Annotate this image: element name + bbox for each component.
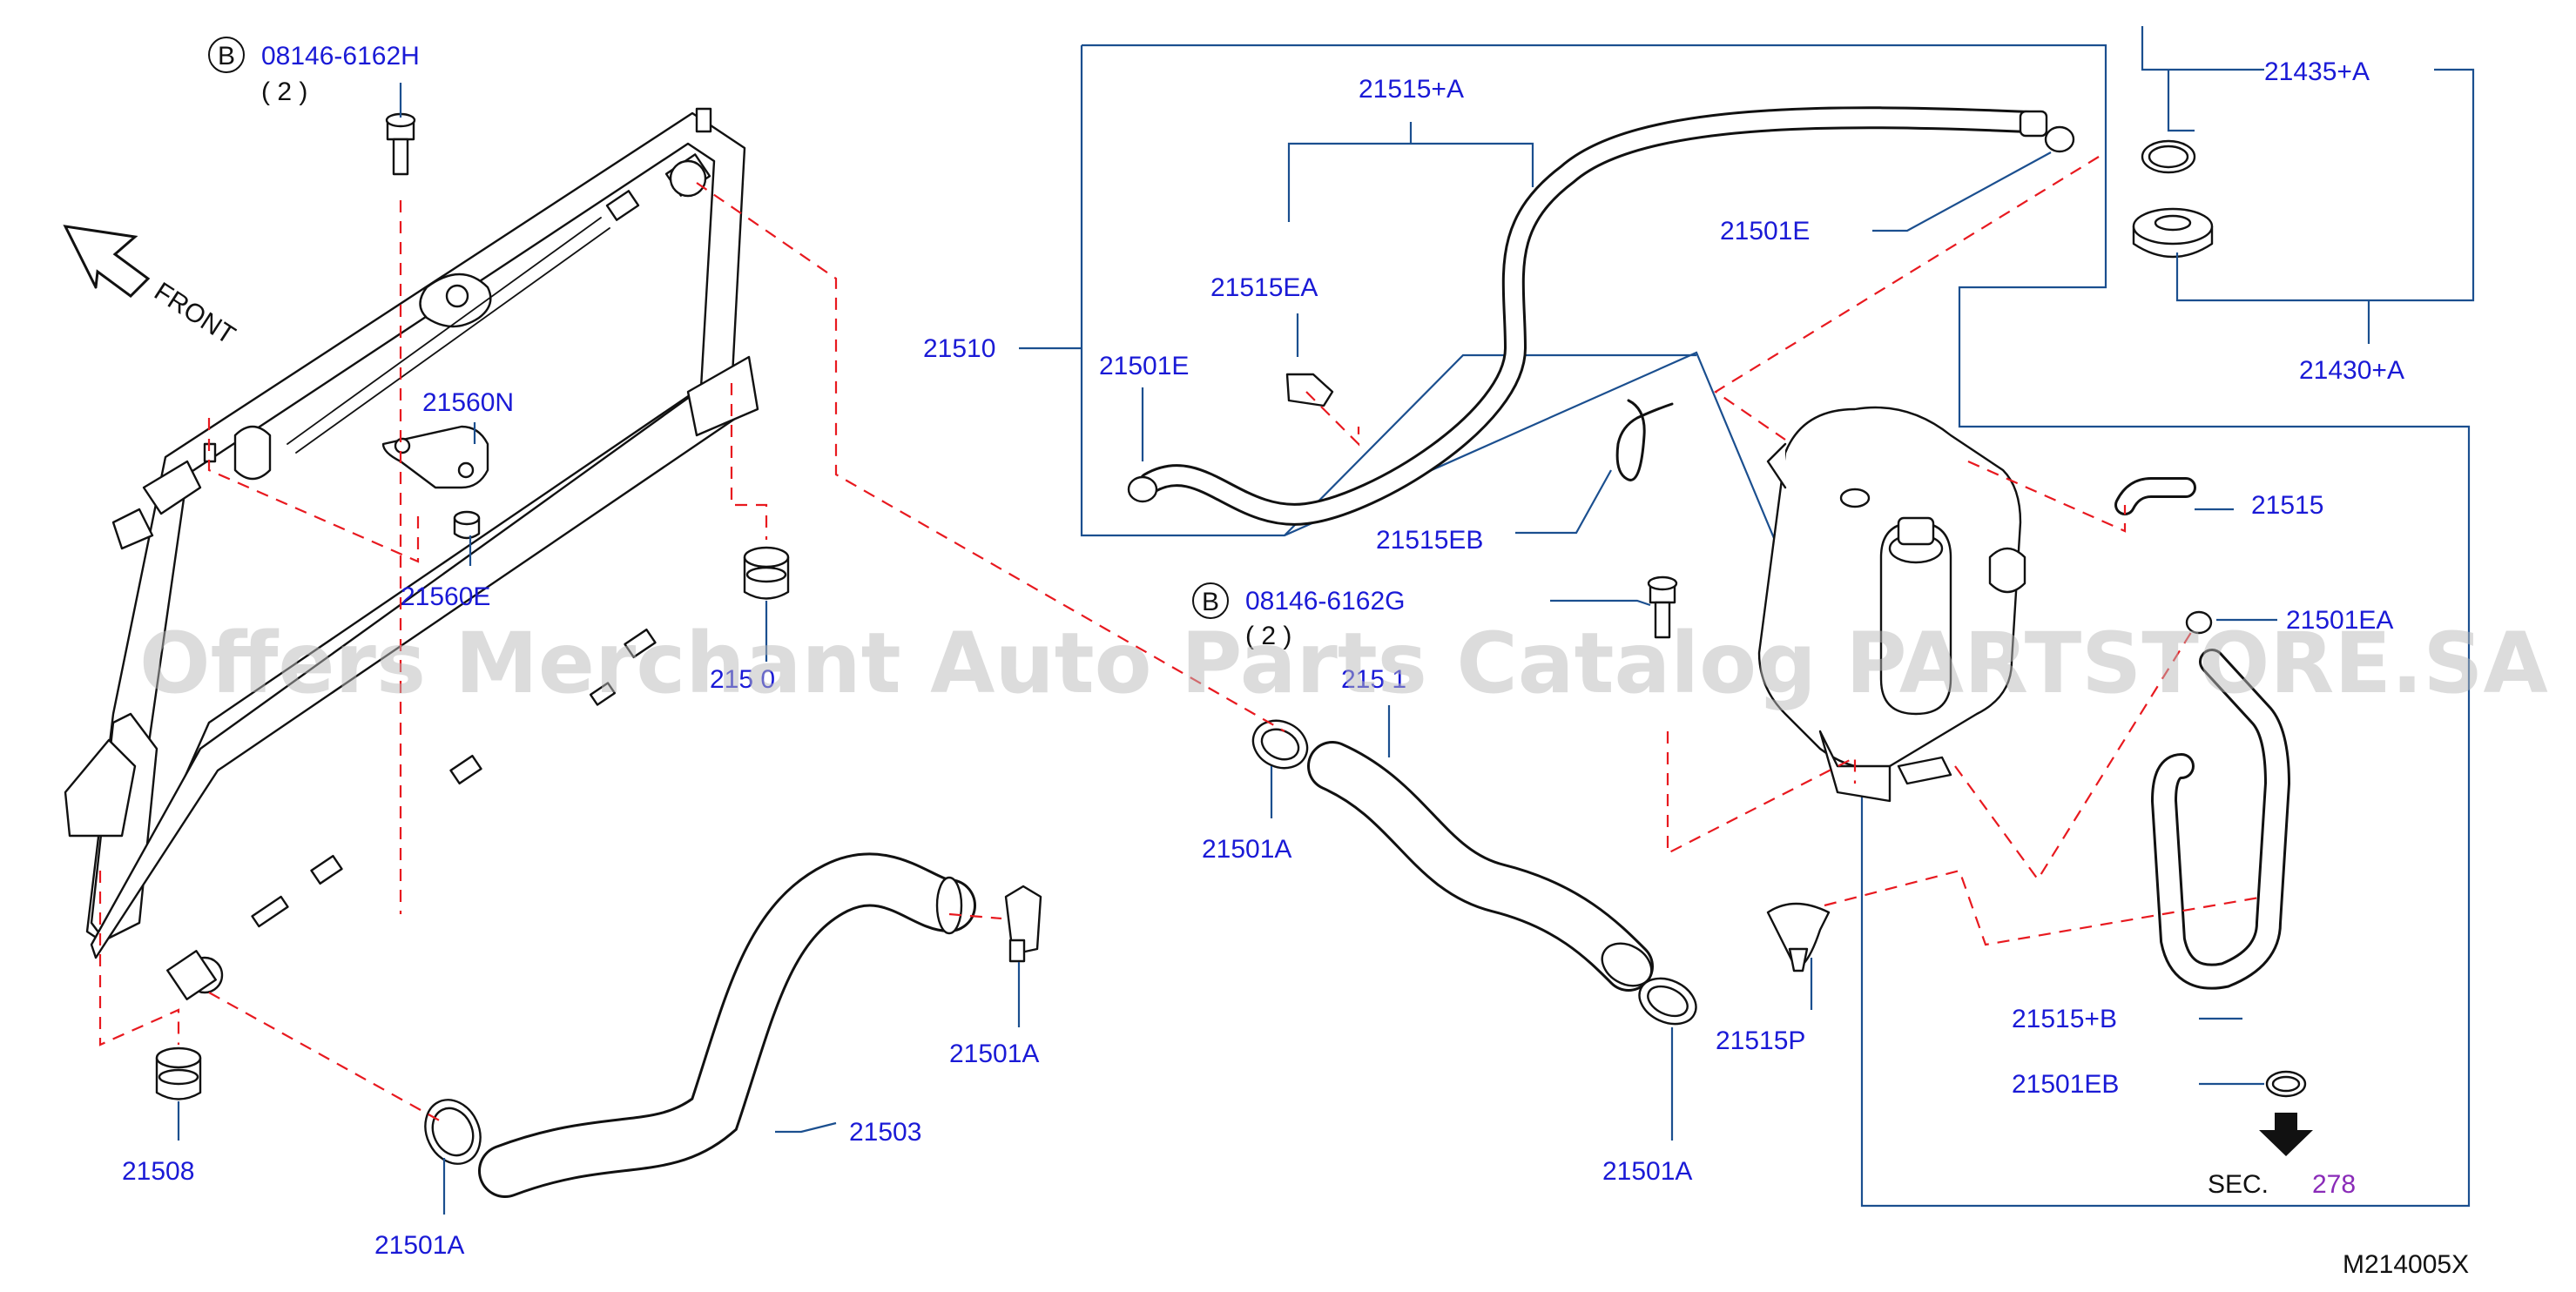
label-21501A-lower-right: 21501A xyxy=(949,1040,1039,1068)
label-sec: SEC. xyxy=(2208,1170,2269,1199)
clip-21515P xyxy=(1766,902,1831,972)
clamp-21501A-upper-right xyxy=(1638,977,1697,1026)
bolt-08146-6162H xyxy=(385,112,416,176)
reservoir-tank xyxy=(1757,406,2026,803)
label-21510: 21510 xyxy=(923,334,995,363)
clamp-21501A-lower-left xyxy=(424,1099,482,1165)
label-bolt-g-qty: ( 2 ) xyxy=(1245,622,1291,650)
cap-21430A xyxy=(2132,207,2214,259)
tie-21515EB xyxy=(1615,399,1674,481)
label-21560N: 21560N xyxy=(422,388,514,417)
label-sec-number[interactable]: 278 xyxy=(2312,1170,2356,1199)
clamp-21501E-right xyxy=(2044,125,2075,153)
label-21515B: 21515+B xyxy=(2012,1005,2117,1033)
radiator xyxy=(64,107,759,1000)
clip-21515EA xyxy=(1285,373,1334,407)
label-21560E: 21560E xyxy=(401,582,490,611)
front-arrow-icon xyxy=(63,225,151,298)
upper-hose-21501 xyxy=(1307,741,1654,992)
clamp-21501A-lower-right xyxy=(1004,885,1042,963)
bracket-21560N xyxy=(381,425,489,489)
label-21501A-lower-left: 21501A xyxy=(374,1231,464,1260)
label-21501: 215 1 xyxy=(1341,665,1406,694)
front-label: FRONT xyxy=(149,277,240,350)
label-bolt-g: 08146-6162G xyxy=(1245,587,1406,616)
svg-text:B: B xyxy=(218,42,235,71)
label-21435A: 21435+A xyxy=(2264,57,2370,86)
label-21501E-left: 21501E xyxy=(1099,352,1189,380)
seal-21435A xyxy=(2141,139,2196,174)
grommet-21560E xyxy=(453,510,481,540)
label-21501E-right: 21501E xyxy=(1720,217,1810,246)
bolt-b-marker-g: B xyxy=(1192,582,1229,619)
label-21503: 21503 xyxy=(849,1118,921,1147)
label-bolt-h-qty: ( 2 ) xyxy=(261,77,307,106)
clamp-21501E-left xyxy=(1127,475,1158,503)
section-arrow-icon xyxy=(2259,1113,2313,1156)
clamp-21501EA xyxy=(2185,610,2213,635)
overflow-hose-21515A xyxy=(1138,106,2048,526)
clamp-21501A-upper-left xyxy=(1251,719,1309,770)
label-21430A: 21430+A xyxy=(2299,356,2404,385)
label-bolt-h: 08146-6162H xyxy=(261,42,420,71)
bolt-b-marker-h: B xyxy=(208,37,245,73)
label-21515EA: 21515EA xyxy=(1210,273,1318,302)
watermark: Offers Merchant Auto Parts Catalog PARTS… xyxy=(139,615,2548,712)
label-21515: 21515 xyxy=(2251,491,2323,520)
label-21508: 21508 xyxy=(122,1157,194,1186)
label-21501A-upper-right: 21501A xyxy=(1602,1157,1692,1186)
hose-21515 xyxy=(2114,477,2196,515)
svg-text:B: B xyxy=(1202,588,1219,616)
label-21501EB: 21501EB xyxy=(2012,1070,2119,1099)
label-21515EB: 21515EB xyxy=(1376,526,1483,555)
bolt-08146-6162G xyxy=(1647,575,1678,639)
hose-21515B xyxy=(2150,649,2291,990)
mount-21508 xyxy=(155,1046,202,1100)
label-21501A-upper-left: 21501A xyxy=(1202,835,1291,864)
lower-hose-21503 xyxy=(478,852,976,1198)
mount-21508-upper xyxy=(743,546,790,600)
clamp-21501EB xyxy=(2265,1070,2307,1098)
label-21508-upper: 215 0 xyxy=(710,665,775,694)
label-21501EA: 21501EA xyxy=(2286,606,2393,635)
label-21515P: 21515P xyxy=(1716,1026,1805,1055)
reservoir-assembly-frame xyxy=(1284,353,1696,536)
label-21515A: 21515+A xyxy=(1359,75,1464,104)
diagram-code: M214005X xyxy=(2343,1250,2469,1279)
